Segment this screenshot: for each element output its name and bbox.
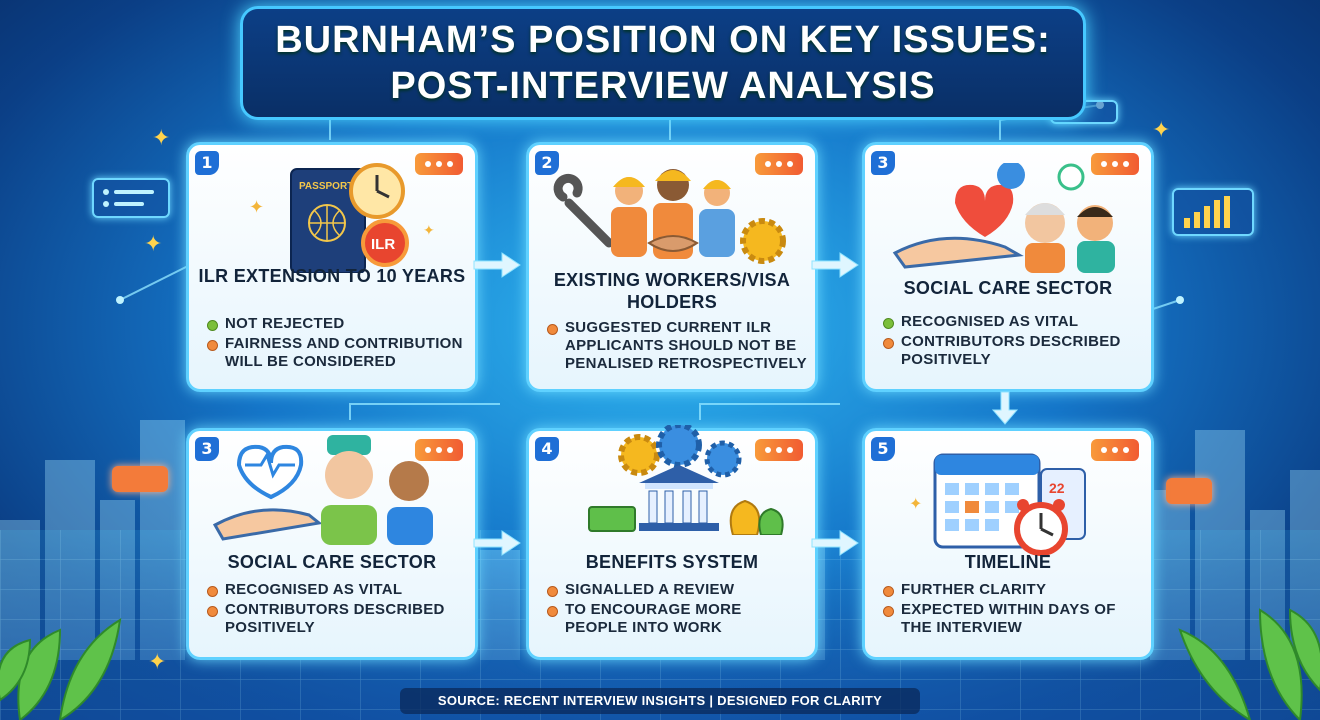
- sparkle-icon: ✦: [1152, 118, 1171, 143]
- card-number-badge: 1: [195, 151, 219, 175]
- calendar-date-22: 22: [1049, 480, 1065, 496]
- timeline-illustration: 22 12 ✦: [909, 453, 1086, 556]
- title-line-1: BURNHAM’S POSITION ON KEY ISSUES:: [275, 19, 1051, 61]
- bullet-item: CONTRIBUTORS DESCRIBED POSITIVELY: [881, 333, 1143, 369]
- heart-hand-icon: [236, 444, 304, 500]
- passport-icon: [290, 168, 366, 273]
- wrench-icon: [553, 173, 614, 248]
- card-existing-workers: 2 EXISTING WORKERS/VISA HOLDERS SUGGESTE…: [526, 142, 818, 392]
- sparkle-icon: ✦: [148, 650, 167, 675]
- bullet-item: EXPECTED WITHIN DAYS OF THE INTERVIEW: [881, 601, 1143, 637]
- card-ilr-extension: 1 PASSPORT ILR ✦ ✦ ILR EXTENSION TO 10 YE…: [186, 142, 478, 392]
- medical-icon: [997, 163, 1025, 189]
- social-care-illustration: [892, 163, 1115, 273]
- card-menu-dots-icon: [415, 439, 463, 461]
- card-social-care-top: 3 SOCIAL CARE SECTOR RECOGNISED AS VITAL…: [862, 142, 1154, 392]
- card-social-care-bottom: 3 SOCIAL CARE SECTOR RECOGNISED AS VITAL…: [186, 428, 478, 660]
- card-bullets: NOT REJECTED FAIRNESS AND CONTRIBUTION W…: [205, 315, 467, 373]
- card-bullets: SIGNALLED A REVIEW TO ENCOURAGE MORE PEO…: [545, 581, 807, 639]
- rating-bubble-icon: [1166, 478, 1212, 504]
- card-heading: ILR EXTENSION TO 10 YEARS: [198, 266, 466, 286]
- nurse-illustration: [212, 435, 433, 545]
- money-icon: [588, 499, 784, 535]
- handshake-icon: [647, 235, 699, 252]
- card-bullets: FURTHER CLARITY EXPECTED WITHIN DAYS OF …: [881, 581, 1143, 639]
- hud-bar-chart-panel: [1172, 188, 1254, 236]
- title-banner: BURNHAM’S POSITION ON KEY ISSUES: POST-I…: [240, 6, 1086, 120]
- card-number-badge: 4: [535, 437, 559, 461]
- heart-hand-icon: [955, 184, 1014, 237]
- arrow-right-icon: [811, 530, 859, 556]
- chat-bubble-icon: [112, 466, 168, 492]
- card-bullets: SUGGESTED CURRENT ILR APPLICANTS SHOULD …: [545, 319, 807, 375]
- card-bullets: RECOGNISED AS VITAL CONTRIBUTORS DESCRIB…: [205, 581, 467, 639]
- card-number-badge: 3: [871, 151, 895, 175]
- alarm-clock-icon: [1014, 499, 1068, 556]
- card-heading: TIMELINE: [964, 552, 1052, 572]
- card-menu-dots-icon: [1091, 439, 1139, 461]
- arrow-right-icon: [811, 252, 859, 278]
- passport-label: PASSPORT: [299, 181, 353, 192]
- ilr-badge-icon: [361, 219, 409, 267]
- card-timeline: 5 22 12 ✦ TIMELINE FURTHER CLARITY EXPEC…: [862, 428, 1154, 660]
- card-heading: BENEFITS SYSTEM: [585, 552, 759, 572]
- card-benefits-system: 4 BENEFITS SYSTEM SIGNALLED A REVIEW TO …: [526, 425, 818, 660]
- leaves-right-decoration: [1178, 608, 1320, 720]
- bullet-item: SUGGESTED CURRENT ILR APPLICANTS SHOULD …: [545, 319, 807, 373]
- government-building-icon: [639, 465, 719, 531]
- bullet-item: FAIRNESS AND CONTRIBUTION WILL BE CONSID…: [205, 335, 467, 371]
- bullet-item: RECOGNISED AS VITAL: [881, 313, 1143, 331]
- arrow-right-icon: [473, 252, 521, 278]
- card-menu-dots-icon: [755, 439, 803, 461]
- bar-chart-icon: [1184, 196, 1230, 228]
- bullet-item: TO ENCOURAGE MORE PEOPLE INTO WORK: [545, 601, 807, 637]
- card-number-badge: 3: [195, 437, 219, 461]
- source-footer: SOURCE: RECENT INTERVIEW INSIGHTS | DESI…: [400, 688, 920, 714]
- card-menu-dots-icon: [415, 153, 463, 175]
- gear-icon: [740, 218, 786, 264]
- leaves-left-decoration: [0, 618, 122, 720]
- arrow-down-icon: [991, 391, 1019, 425]
- ilr-badge-label: ILR: [371, 236, 395, 253]
- carer-icon: [387, 461, 433, 545]
- card-heading: SOCIAL CARE SECTOR: [903, 278, 1113, 298]
- carer-icon: [1025, 203, 1115, 273]
- benefits-illustration: [588, 425, 784, 535]
- svg-text:✦: ✦: [423, 223, 435, 239]
- title-line-2: POST-INTERVIEW ANALYSIS: [390, 65, 936, 107]
- sparkle-icon: ✦: [144, 232, 163, 257]
- bullet-item: RECOGNISED AS VITAL: [205, 581, 467, 599]
- svg-text:✦: ✦: [909, 494, 922, 513]
- card-heading: SOCIAL CARE SECTOR: [227, 552, 437, 572]
- svg-text:✦: ✦: [249, 197, 264, 218]
- card-menu-dots-icon: [755, 153, 803, 175]
- bullet-item: FURTHER CLARITY: [881, 581, 1143, 599]
- bullet-item: CONTRIBUTORS DESCRIBED POSITIVELY: [205, 601, 467, 637]
- card-number-badge: 5: [871, 437, 895, 461]
- list-icon: [103, 189, 154, 207]
- passport-clock-illustration: PASSPORT ILR ✦ ✦: [249, 163, 435, 273]
- card-bullets: RECOGNISED AS VITAL CONTRIBUTORS DESCRIB…: [881, 313, 1143, 371]
- card-heading: EXISTING WORKERS/VISA HOLDERS: [553, 270, 791, 312]
- hud-panel-left: [92, 178, 170, 218]
- sparkle-icon: ✦: [152, 126, 171, 151]
- card-menu-dots-icon: [1091, 153, 1139, 175]
- nurse-icon: [321, 435, 377, 545]
- workers-illustration: [553, 169, 786, 264]
- bullet-item: SIGNALLED A REVIEW: [545, 581, 807, 599]
- arrow-right-icon: [473, 530, 521, 556]
- card-number-badge: 2: [535, 151, 559, 175]
- bullet-item: NOT REJECTED: [205, 315, 467, 333]
